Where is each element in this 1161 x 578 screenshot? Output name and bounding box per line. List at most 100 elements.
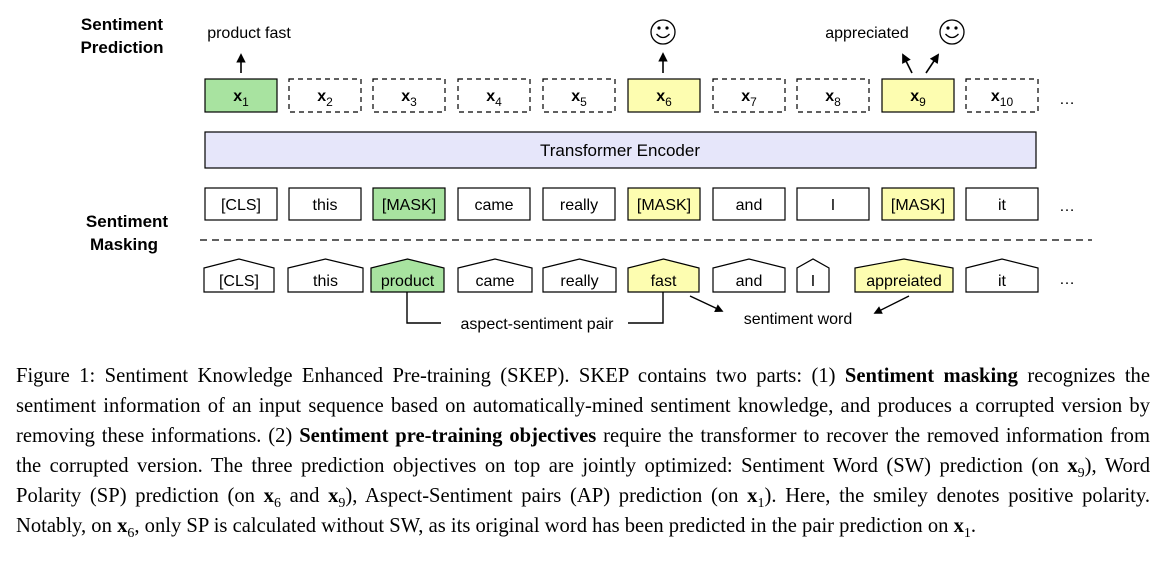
masked-token-text: it — [998, 197, 1007, 214]
x9-left-arrow — [902, 53, 913, 74]
original-token-text: appreiated — [866, 273, 942, 290]
masked-token-text: [CLS] — [221, 197, 261, 214]
caption-text: ). Here, the smiley denotes positive pol… — [16, 485, 1150, 537]
output-token-var: x — [825, 88, 834, 105]
output-token-box — [542, 78, 616, 113]
x1-prediction-text: product fast — [207, 25, 291, 42]
original-token-text: and — [736, 273, 763, 290]
original-token-text: fast — [651, 273, 677, 290]
original-token-text: [CLS] — [219, 273, 259, 290]
masked-token-box — [288, 187, 362, 221]
masked-token-text: [MASK] — [382, 197, 436, 214]
output-token-box — [965, 78, 1039, 113]
skep-figure: Sentiment Prediction Sentiment Masking p… — [80, 15, 1092, 333]
pair-bracket-left — [406, 292, 441, 324]
pair-bracket-right — [628, 292, 664, 324]
output-token-var: x — [486, 88, 495, 105]
output-token-sub: 8 — [834, 95, 841, 109]
output-token-label: x2 — [317, 88, 333, 109]
output-token-label: x9 — [910, 88, 926, 109]
masked-token-text: this — [313, 197, 338, 214]
caption-math-var: x — [953, 515, 964, 537]
output-token-sub: 4 — [495, 95, 502, 109]
original-token-text: I — [811, 273, 815, 290]
masked-token-box — [204, 187, 278, 221]
output-token-label: x1 — [233, 88, 249, 109]
output-token-box — [204, 78, 278, 113]
masked-token-box — [796, 187, 870, 221]
caption-math-var: x — [117, 515, 128, 537]
caption-text: require the transformer to recover the r… — [16, 425, 1150, 477]
output-token-box — [372, 78, 446, 113]
sentiment-word-label: sentiment word — [744, 311, 853, 328]
caption-text: recognizes the sentiment information of … — [16, 365, 1150, 447]
masked-token-box — [712, 187, 786, 221]
output-token-sub: 9 — [919, 95, 926, 109]
output-token-var: x — [233, 88, 242, 105]
output-token-box — [457, 78, 531, 113]
original-token-shape — [542, 258, 617, 293]
original-token-text: came — [475, 273, 514, 290]
masked-token-text: [MASK] — [637, 197, 691, 214]
caption-math-sub: 1 — [963, 526, 971, 542]
smiley-face-icon — [939, 19, 965, 45]
original-token-shape — [796, 258, 830, 293]
output-ellipsis: … — [1059, 91, 1075, 108]
output-token-var: x — [571, 88, 580, 105]
caption-math-sub: 6 — [127, 526, 135, 542]
caption-math-var: x — [1067, 455, 1078, 477]
original-token-text: it — [998, 273, 1007, 290]
masked-token-box — [627, 187, 701, 221]
caption-math-sub: 9 — [1077, 466, 1085, 482]
masked-token-box — [881, 187, 955, 221]
masked-token-box — [457, 187, 531, 221]
caption-text: . — [970, 515, 977, 537]
original-token-shape — [370, 258, 445, 293]
masking-label-line2: Masking — [90, 235, 158, 254]
original-token-shape — [457, 258, 533, 293]
caption-text: and — [280, 485, 329, 507]
original-token-text: product — [381, 273, 435, 290]
masking-label-line1: Sentiment — [86, 212, 169, 231]
caption-math-var: x — [263, 485, 274, 507]
sentiment-word-arrow-left — [689, 295, 724, 312]
output-token-var: x — [991, 88, 1000, 105]
output-token-box — [712, 78, 786, 113]
output-token-var: x — [317, 88, 326, 105]
aspect-sentiment-pair-label: aspect-sentiment pair — [461, 316, 615, 333]
output-token-sub: 3 — [410, 95, 417, 109]
output-token-box — [881, 78, 955, 113]
output-token-box — [796, 78, 870, 113]
output-token-label: x5 — [571, 88, 587, 109]
output-token-sub: 10 — [1000, 95, 1014, 109]
caption-text: ), Aspect-Sentiment pairs (AP) predictio… — [345, 485, 748, 507]
output-token-box — [627, 78, 701, 113]
output-token-label: x8 — [825, 88, 841, 109]
prediction-label-line2: Prediction — [80, 38, 163, 57]
original-token-shape — [287, 258, 364, 293]
masked-ellipsis: … — [1059, 198, 1075, 215]
caption-text: , only SP is calculated without SW, as i… — [134, 515, 954, 537]
output-token-var: x — [656, 88, 665, 105]
output-token-sub: 7 — [750, 95, 757, 109]
transformer-encoder-box — [204, 131, 1037, 169]
original-ellipsis: … — [1059, 271, 1075, 288]
output-token-label: x3 — [401, 88, 417, 109]
original-token-shape — [627, 258, 700, 293]
output-token-sub: 5 — [580, 95, 587, 109]
masked-token-text: [MASK] — [891, 197, 945, 214]
caption-math-sub: 6 — [273, 496, 281, 512]
x9-prediction-text: appreciated — [825, 25, 909, 42]
masked-token-text: really — [560, 197, 598, 214]
caption-text: Figure 1: Sentiment Knowledge Enhanced P… — [16, 365, 845, 387]
x9-right-arrow — [925, 53, 940, 74]
original-token-shape — [965, 258, 1039, 293]
output-token-var: x — [910, 88, 919, 105]
masked-token-box — [372, 187, 446, 221]
output-token-var: x — [741, 88, 750, 105]
output-token-var: x — [401, 88, 410, 105]
caption-math-sub: 9 — [338, 496, 346, 512]
